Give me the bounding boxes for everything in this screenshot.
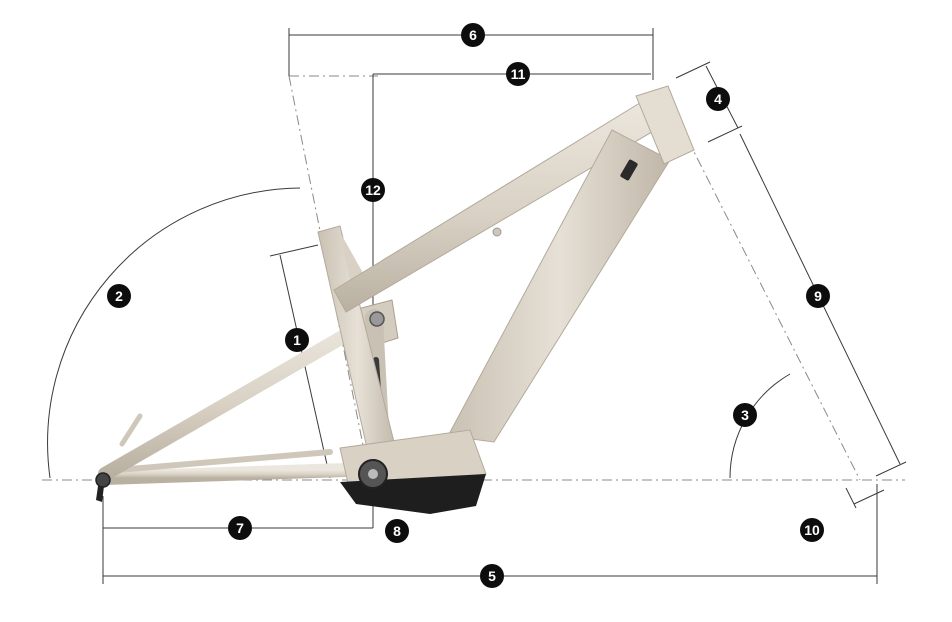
- badge-12: 12: [361, 178, 385, 202]
- seatstay: [98, 313, 379, 481]
- badge-5-label: 5: [488, 568, 496, 584]
- badge-1-label: 1: [293, 332, 301, 348]
- badge-3-label: 3: [741, 407, 749, 423]
- badge-1: 1: [285, 328, 309, 352]
- badge-8-label: 8: [393, 523, 401, 539]
- badge-6-label: 6: [469, 27, 477, 43]
- top-tube-boss: [492, 227, 502, 237]
- badge-2-label: 2: [115, 288, 123, 304]
- bottom-bracket-center: [368, 469, 378, 479]
- badge-9: 9: [806, 284, 830, 308]
- seatstay-bridge: [119, 413, 143, 447]
- badge-12-label: 12: [365, 182, 381, 198]
- chainstay-bridge: [115, 449, 333, 473]
- badges: 1 2 3 4 5 6 7 8 9 10 11 12: [107, 23, 830, 588]
- badge-6: 6: [461, 23, 485, 47]
- badge-11-label: 11: [511, 66, 526, 82]
- down-tube-port: [620, 159, 638, 181]
- head-tube-axis: [687, 139, 861, 481]
- dimension-2-arc: [47, 187, 301, 479]
- dimension-9-tick: [875, 461, 907, 477]
- badge-10-label: 10: [804, 522, 820, 538]
- badge-8: 8: [385, 519, 409, 543]
- dimension-1-tick: [269, 244, 319, 257]
- bike-frame: [95, 85, 695, 514]
- badge-2: 2: [107, 284, 131, 308]
- dimension-4-tick-bottom: [707, 125, 743, 143]
- dimension-3-arc: [729, 373, 791, 479]
- badge-7-label: 7: [236, 520, 244, 536]
- badge-5: 5: [480, 564, 504, 588]
- badge-11: 11: [506, 62, 530, 86]
- badge-10: 10: [800, 518, 824, 542]
- badge-4: 4: [706, 87, 730, 111]
- head-tube: [635, 85, 695, 165]
- dimension-10-tick: [845, 487, 857, 509]
- derailleur-hanger: [96, 486, 104, 502]
- rear-axle: [95, 472, 111, 488]
- badge-3: 3: [733, 403, 757, 427]
- badge-4-label: 4: [714, 91, 722, 107]
- badge-7: 7: [228, 516, 252, 540]
- shock-pivot: [369, 311, 385, 327]
- dimension-10-line: [853, 489, 885, 505]
- down-tube: [447, 129, 671, 443]
- badge-9-label: 9: [814, 288, 822, 304]
- dimension-4-tick-top: [675, 61, 711, 79]
- chainstay: [98, 463, 352, 485]
